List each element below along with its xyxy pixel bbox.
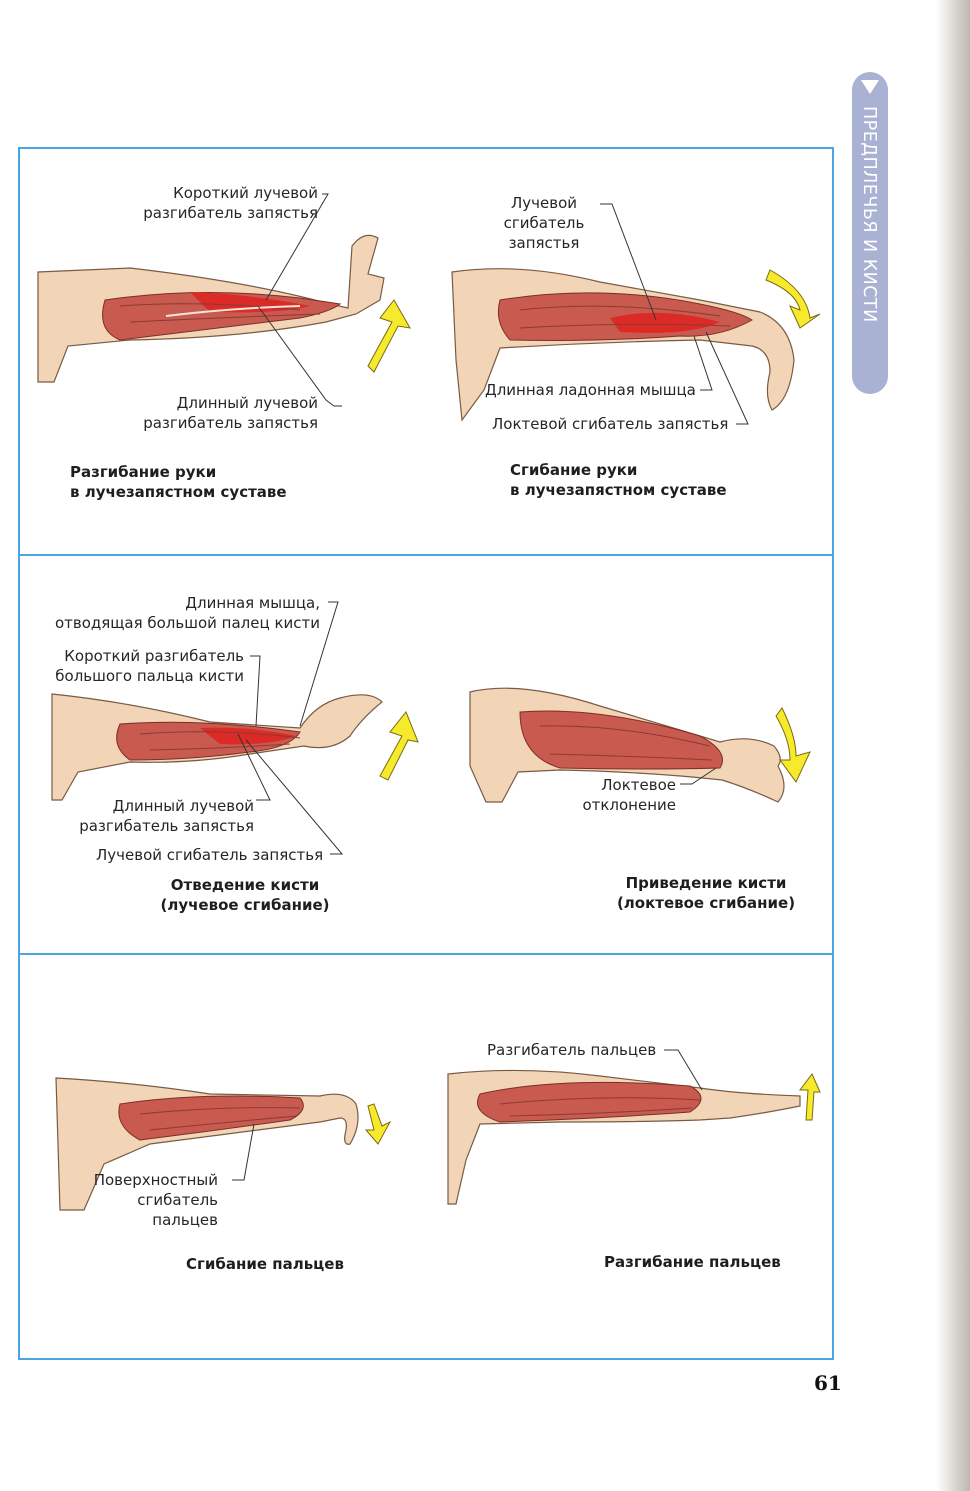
label-fcu: Локтевой сгибатель запястья (492, 415, 729, 433)
panel-divider (18, 953, 832, 955)
caption-abduction: Отведение кисти (лучевое сгибание) (160, 876, 330, 914)
row-finger-movement: Поверхностный сгибатель пальцев Сгибание… (0, 954, 970, 1358)
hand-deviation-illustration (51, 601, 811, 855)
finger-movement-illustration (55, 1049, 821, 1211)
page-edge-shadow (936, 0, 970, 1491)
label-ecrl: Длинный лучевой разгибатель запястья (143, 394, 318, 432)
caption-wrist-extension: Разгибание руки в лучезапястном суставе (70, 463, 287, 501)
illustration-frame (18, 147, 834, 1360)
section-tab: ПРЕДПЛЕЧЬЯ И КИСТИ (852, 72, 888, 394)
caption-finger-extension: Разгибание пальцев (604, 1253, 781, 1271)
arm-abduction-figure (51, 601, 419, 855)
label-palmaris-longus: Длинная ладонная мышца (485, 381, 696, 399)
arm-finger-flexion-figure (55, 1077, 392, 1211)
row-abduction-adduction: Длинная мышца, отводящая большой палец к… (0, 556, 970, 954)
label-fds: Поверхностный сгибатель пальцев (93, 1171, 218, 1229)
panel-divider (18, 554, 832, 556)
triangle-marker-icon (861, 80, 879, 94)
label-ecrl-2: Длинный лучевой разгибатель запястья (79, 797, 254, 835)
row-wrist-flex-extension: Короткий лучевой разгибатель запястья Дл… (0, 0, 970, 556)
arm-finger-extension-figure (447, 1049, 821, 1205)
label-fcr-2: Лучевой сгибатель запястья (96, 846, 324, 864)
label-extensor-digitorum: Разгибатель пальцев (487, 1041, 657, 1059)
arm-extension-figure (37, 193, 411, 407)
page-number: 61 (814, 1371, 842, 1395)
label-apl: Длинная мышца, отводящая большой палец к… (54, 594, 320, 632)
label-fcr: Лучевой сгибатель запястья (503, 194, 585, 252)
label-epb: Короткий разгибатель большого пальца кис… (55, 647, 244, 685)
caption-adduction: Приведение кисти (локтевое сгибание) (616, 874, 796, 912)
caption-finger-flexion: Сгибание пальцев (186, 1255, 344, 1273)
label-ecrb: Короткий лучевой разгибатель запястья (143, 184, 318, 222)
label-ulnar-deviation: Локтевое отклонение (582, 776, 676, 814)
arm-flexion-figure (451, 203, 821, 425)
wrist-movement-illustration (37, 193, 821, 425)
arm-adduction-figure (469, 687, 811, 803)
caption-wrist-flexion: Сгибание руки в лучезапястном суставе (510, 461, 727, 499)
